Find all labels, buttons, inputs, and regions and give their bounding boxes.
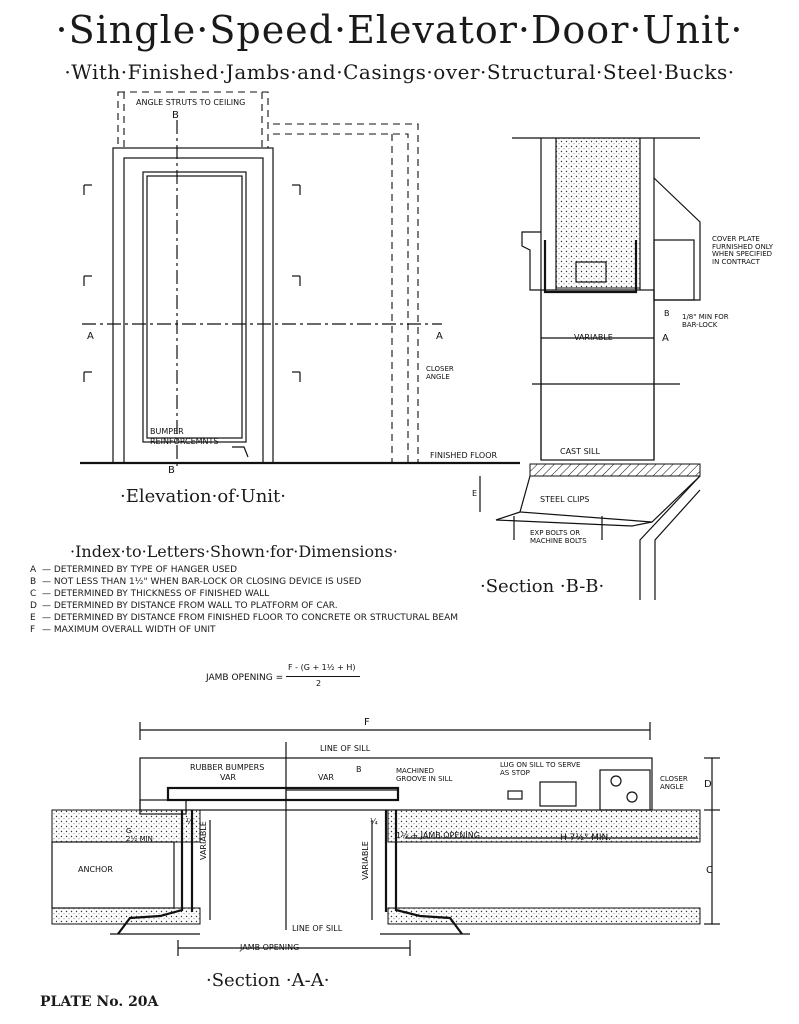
section-a-mark-left: A [87,331,94,342]
aa-c-mark: C [706,865,713,876]
exp-bolts-label: EXP BOLTS OR MACHINE BOLTS [530,529,587,545]
index-item: B— NOT LESS THAN 1½" WHEN BAR-LOCK OR CL… [30,577,362,587]
variable-label-1: VARIABLE [199,821,208,860]
bumper-label: BUMPER [150,427,184,436]
section-a-mark-right: A [436,331,443,342]
closer-angle-label: CLOSER ANGLE [426,365,454,381]
section-bb-drawing [479,137,701,600]
bb-e-mark: E [472,489,478,498]
steel-clips-label: STEEL CLIPS [540,495,590,504]
h-min-label: H 7½" MIN. [560,833,612,843]
aa-d-mark: D [704,779,712,790]
rubber-bumpers-label: RUBBER BUMPERS [190,763,265,772]
section-aa-caption: ·Section ·A-A· [206,970,330,991]
page-title: ·Single·Speed·Elevator·Door·Unit· [55,8,744,52]
anchor-label: ANCHOR [78,865,113,874]
formula-numerator: F - (G + 1½ + H) [288,663,356,672]
index-item: D— DETERMINED BY DISTANCE FROM WALL TO P… [30,601,338,611]
elevation-caption: ·Elevation·of·Unit· [120,486,287,507]
formula-denominator: 2 [316,679,322,688]
elevation-drawing [80,91,520,470]
formula-bar [286,676,360,677]
line-of-sill-bottom-label: LINE OF SILL [292,924,343,933]
min-for-bar-lock-label: 1/8" MIN FOR BAR-LOCK [682,313,729,329]
finished-floor-label: FINISHED FLOOR [430,451,498,460]
jamb-opening-mid-label: 1½ + JAMB OPENING [396,831,480,840]
formula-label: JAMB OPENING = [206,673,284,683]
variable-label-2: VARIABLE [361,841,370,880]
machined-groove-label: MACHINED GROOVE IN SILL [396,767,453,783]
aa-b-mark: B [356,765,362,774]
aa-closer-angle-label: CLOSER ANGLE [660,775,688,791]
plate-number: PLATE No. 20A [40,994,159,1010]
index-list: A— DETERMINED BY TYPE OF HANGER USED B— … [30,564,458,636]
jamb-opening-bottom-label: JAMB OPENING [240,943,300,952]
aa-f-mark: F [364,717,370,728]
bb-b-mark: B [664,309,670,318]
g-min-label: G 2½ MIN [126,827,153,843]
reinforcements-label: REINFORCEMNTS [150,437,219,446]
page-subtitle: ·With·Finished·Jambs·and·Casings·over·St… [64,60,735,84]
quarter-label-2: ¼ [370,817,378,826]
lug-on-sill-label: LUG ON SILL TO SERVE AS STOP [500,761,581,777]
index-item: A— DETERMINED BY TYPE OF HANGER USED [30,565,238,575]
bb-variable-label: VARIABLE [574,333,613,342]
index-title: ·Index·to·Letters·Shown·for·Dimensions· [70,542,398,561]
bb-a-mark: A [662,333,669,344]
section-b-mark-top: B [172,110,179,121]
index-item: E— DETERMINED BY DISTANCE FROM FINISHED … [30,613,459,623]
cast-sill-label: CAST SILL [560,447,600,456]
line-of-sill-top-label: LINE OF SILL [320,744,371,753]
section-b-mark-bottom: B [168,465,175,476]
cover-plate-label: COVER PLATE FURNISHED ONLY WHEN SPECIFIE… [712,235,774,267]
index-item: F— MAXIMUM OVERALL WIDTH OF UNIT [30,625,216,635]
index-item: C— DETERMINED BY THICKNESS OF FINISHED W… [30,589,270,599]
angle-struts-label: ANGLE STRUTS TO CEILING [136,98,246,107]
var-label-1: VAR [220,773,236,782]
section-bb-caption: ·Section ·B-B· [480,576,605,597]
quarter-label-1: ¼ [186,817,194,826]
var-label-2: VAR [318,773,334,782]
section-aa-drawing [51,722,720,956]
